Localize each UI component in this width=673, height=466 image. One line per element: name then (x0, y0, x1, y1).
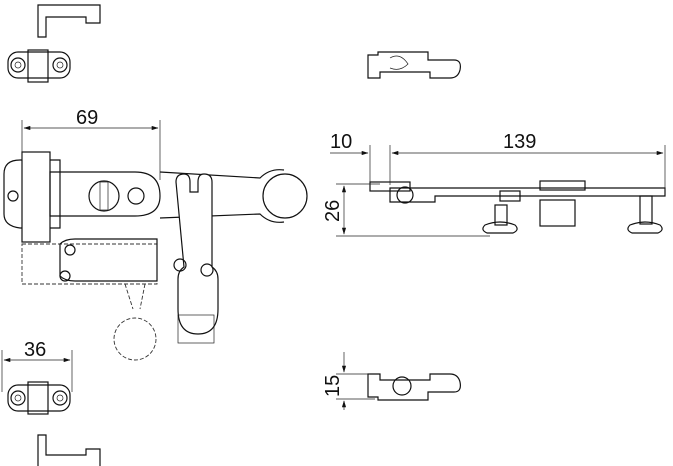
top-right-view (367, 51, 461, 79)
dim-label-10: 10 (330, 131, 352, 153)
main-view (3, 151, 308, 361)
bottom-right-view (367, 373, 461, 401)
dim-label-69: 69 (76, 107, 98, 129)
dim-label-26: 26 (322, 200, 344, 222)
dim-label-36: 36 (24, 339, 46, 361)
dim-10-139: 10 139 (330, 131, 666, 190)
dim-26: 26 (322, 183, 490, 237)
dim-69: 69 (21, 107, 161, 180)
dim-label-15: 15 (322, 375, 344, 397)
side-view (369, 180, 666, 234)
dim-label-139: 139 (503, 131, 536, 153)
top-left-view (7, 4, 101, 83)
dim-15: 15 (322, 352, 375, 410)
dim-36: 36 (1, 339, 73, 392)
bottom-left-view (7, 381, 101, 466)
